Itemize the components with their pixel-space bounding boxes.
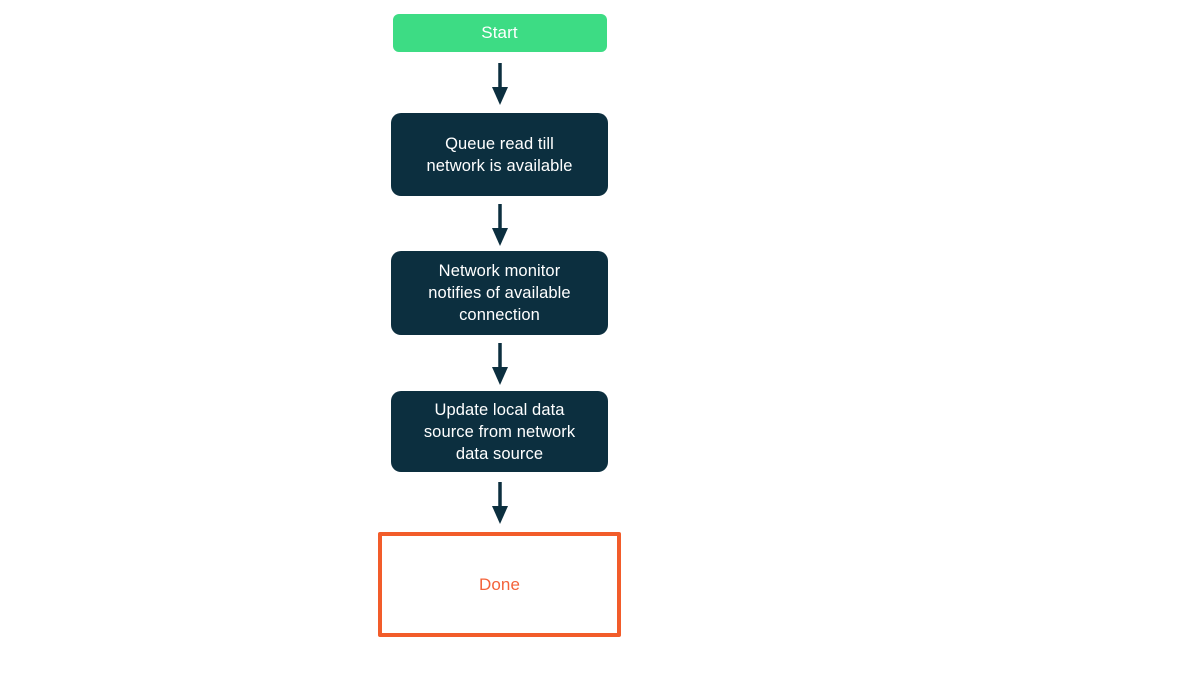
flow-arrow-icon (490, 335, 510, 391)
flowchart-column: Start Queue read till network is availab… (378, 14, 621, 637)
node-queue-read: Queue read till network is available (391, 113, 608, 196)
flow-arrow-icon (490, 472, 510, 532)
node-update-local-data: Update local data source from network da… (391, 391, 608, 472)
node-network-monitor: Network monitor notifies of available co… (391, 251, 608, 335)
node-start: Start (392, 14, 607, 52)
flow-arrow-icon (490, 52, 510, 113)
node-done: Done (378, 532, 621, 637)
flow-arrow-icon (490, 196, 510, 251)
